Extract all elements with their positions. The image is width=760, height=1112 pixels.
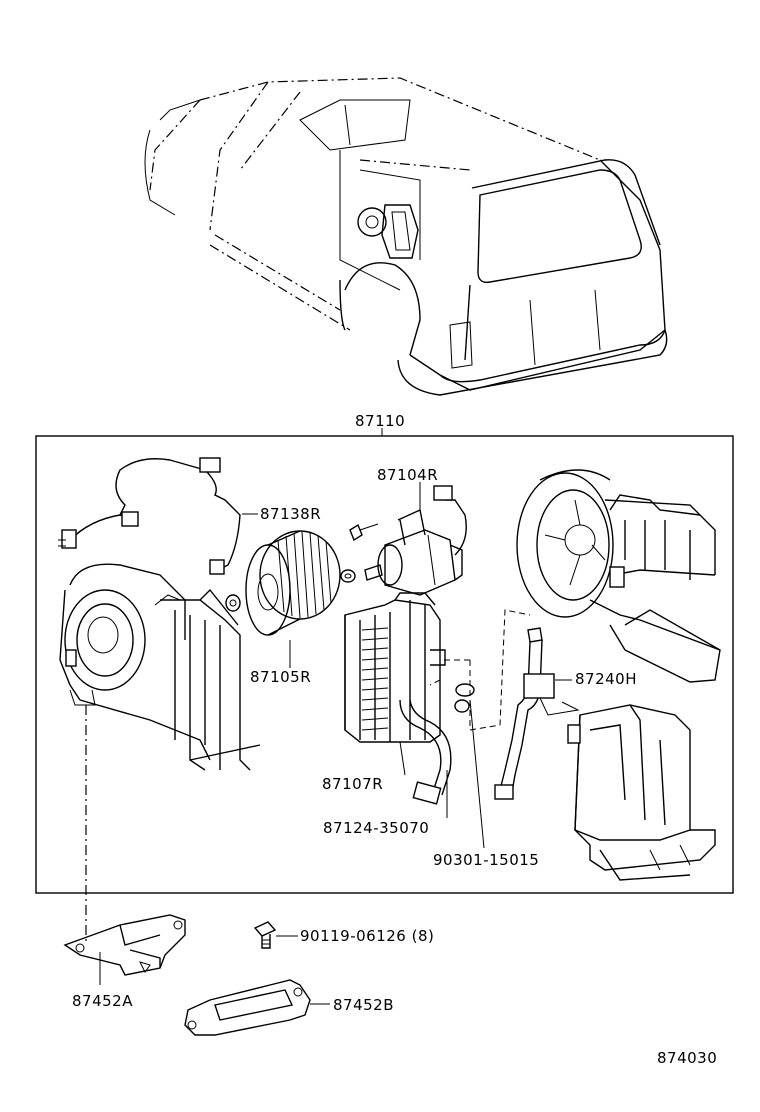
leader-lines [289,640,485,849]
blower-fan-icon [245,530,341,636]
bolt-icon [253,921,298,949]
bracket-b-icon [184,979,330,1036]
evaporator-icon [344,592,452,805]
blower-housing-icon [59,563,261,771]
label-bracket-a: 87452A [72,992,133,1010]
cooling-unit-cover-icon [567,704,716,881]
label-fan: 87105R [250,668,312,686]
cooling-unit-case-icon [516,469,721,683]
assembly-frame [35,435,734,894]
blower-motor-icon [340,482,467,596]
cooler-unit-location-icon [357,204,419,259]
label-bolt: 90119-06126 (8) [300,927,435,945]
clamp-icon [454,683,475,713]
nut-icon [225,594,241,612]
label-wire-harness: 87138R [260,505,322,523]
label-hose: 87124-35070 [323,819,430,837]
label-motor: 87104R [377,466,439,484]
label-bracket-b: 87452B [333,996,395,1014]
expansion-valve-icon [494,627,580,800]
bracket-a-icon [63,914,186,985]
label-assembly: 87110 [355,412,406,430]
wire-harness-icon [58,457,258,575]
label-valve: 87240H [575,670,637,688]
label-evaporator: 87107R [322,775,384,793]
vehicle-illustration [144,77,668,396]
label-clamp: 90301-15015 [433,851,540,869]
diagram-number: 874030 [657,1049,718,1067]
